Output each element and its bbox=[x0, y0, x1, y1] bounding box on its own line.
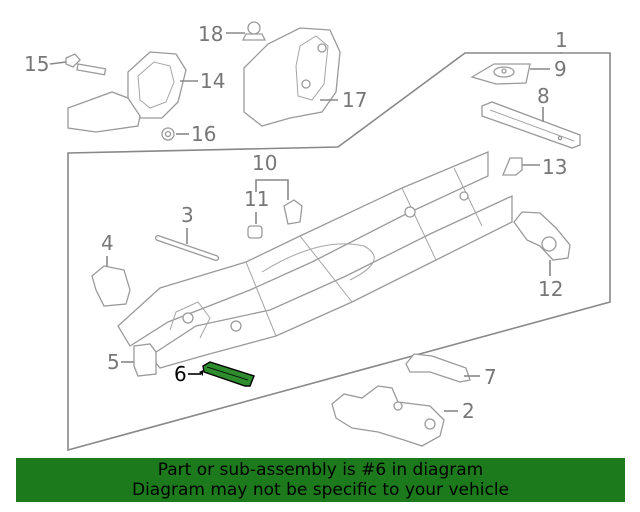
callout-14: 14 bbox=[200, 69, 225, 93]
part-16-washer bbox=[161, 127, 175, 141]
callout-15: 15 bbox=[24, 52, 49, 76]
part-11-bushing bbox=[247, 225, 263, 239]
callout-7: 7 bbox=[484, 365, 497, 389]
part-10-bracket bbox=[283, 199, 303, 225]
part-6-highlighted bbox=[202, 361, 255, 387]
part-4-mount bbox=[91, 265, 131, 307]
callout-3: 3 bbox=[181, 203, 194, 227]
callout-1: 1 bbox=[555, 28, 568, 52]
callout-6: 6 bbox=[174, 362, 187, 386]
part-3-rod bbox=[155, 235, 219, 261]
banner-line-2: Diagram may not be specific to your vehi… bbox=[131, 480, 509, 500]
callout-17: 17 bbox=[342, 88, 367, 112]
part-17-shield bbox=[243, 27, 341, 127]
callout-16: 16 bbox=[191, 122, 216, 146]
frame-assembly-outline bbox=[67, 52, 611, 452]
callout-4: 4 bbox=[101, 231, 114, 255]
part-14-mount bbox=[67, 51, 187, 133]
callout-2: 2 bbox=[462, 399, 475, 423]
part-5-bracket bbox=[133, 343, 157, 377]
callout-18: 18 bbox=[198, 22, 223, 46]
callout-9: 9 bbox=[554, 57, 567, 81]
part-13-bracket bbox=[502, 157, 523, 176]
callout-8: 8 bbox=[537, 84, 550, 108]
part-12-mount bbox=[513, 211, 571, 261]
callout-5: 5 bbox=[107, 350, 120, 374]
callout-12: 12 bbox=[538, 277, 563, 301]
part-2-crossmember bbox=[331, 385, 445, 447]
part-7-mount bbox=[405, 353, 471, 383]
callout-10: 10 bbox=[252, 151, 277, 175]
part-8-crossmember bbox=[481, 101, 581, 149]
part-18-clip bbox=[241, 21, 267, 41]
parts-diagram: 1 9 8 13 12 15 14 bbox=[24, 21, 611, 452]
banner-line-1: Part or sub-assembly is #6 in diagram bbox=[157, 460, 484, 480]
callout-13: 13 bbox=[542, 155, 567, 179]
part-15-bolt bbox=[65, 53, 107, 76]
part-9-bracket bbox=[470, 63, 531, 85]
info-banner: Part or sub-assembly is #6 in diagram Di… bbox=[16, 458, 625, 502]
callout-11: 11 bbox=[244, 187, 269, 211]
chassis-frame bbox=[117, 151, 513, 369]
